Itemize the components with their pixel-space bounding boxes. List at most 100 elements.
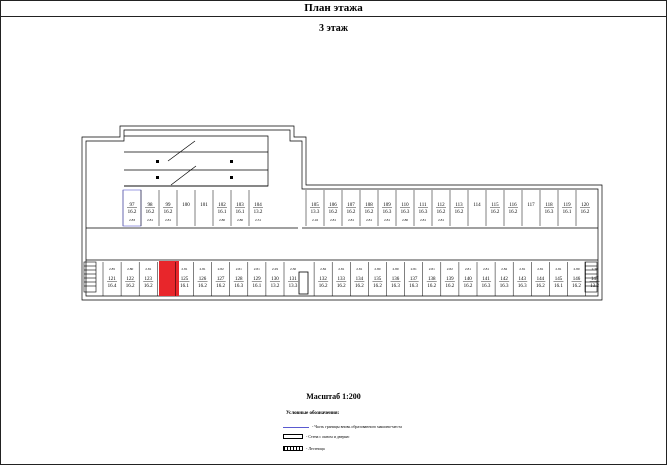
space-area: 16.3 [391,284,400,289]
space-width: 2.81 [555,267,561,271]
space-number: 137 [410,277,418,282]
space-area: 16.2 [572,284,581,289]
space-number: 117 [527,203,535,208]
space-area: 16.3 [234,284,243,289]
space-number: 128 [235,277,243,282]
space-area: 16.3 [500,284,509,289]
space-width: 2.80 [127,267,133,271]
space-width: 2.30 [290,267,296,271]
space-width: 2.81 [420,218,426,222]
building-walls [81,125,603,301]
space-width: 2.81 [348,218,354,222]
space-width: 2.81 [438,218,444,222]
space-area: 16.2 [337,284,346,289]
parking-space-114: 114 [467,190,481,226]
space-number: 126 [199,277,207,282]
space-width: 2.81 [411,267,417,271]
space-number: 118 [545,203,553,208]
elevator [298,271,309,295]
legend-title: Условные обозначения: [286,411,340,416]
space-number: 114 [473,203,481,208]
space-number: 105 [311,203,319,208]
stair-left [83,261,97,293]
parking-space-117: 117 [521,190,535,226]
space-area: 16.2 [437,210,446,215]
space-number: 123 [145,277,153,282]
space-width: 2.83 [129,218,135,222]
space-number: 98 [148,203,154,208]
space-area: 16.2 [198,284,207,289]
highlighted-space-124 [159,261,179,296]
space-area: 13.2 [271,284,280,289]
space-area: 16.2 [355,284,364,289]
space-width: 2.81 [236,267,242,271]
space-area: 16.2 [365,210,374,215]
space-width: 2.85 [109,267,115,271]
stair-icon [283,446,303,451]
space-area: 16.2 [164,210,173,215]
space-width: 2.81 [366,218,372,222]
space-area: 16.2 [329,210,338,215]
legend-item-boundary: - Часть границы вновь образованного маши… [283,424,402,429]
space-number: 138 [428,277,436,282]
space-width: 2.81 [465,267,471,271]
space-number: 147 [591,277,599,282]
legend-item-wall: - Стена с окном и дверью [283,434,349,439]
space-number: 127 [217,277,225,282]
inner-wall [85,129,599,297]
space-area: 13.2 [590,284,599,289]
space-width: 2.31 [255,218,261,222]
space-width: 2.81 [181,267,187,271]
space-number: 112 [437,203,445,208]
space-width: 2.81 [147,218,153,222]
space-area: 16.1 [236,210,245,215]
legend-label: - Часть границы вновь образованного маши… [312,424,402,429]
legend-item-stair: - Лестница [283,446,325,451]
parking-space-112: 112 16.2 2.81 [431,190,446,226]
space-number: 113 [455,203,463,208]
space-number: 131 [289,277,297,282]
space-area: 16.3 [482,284,491,289]
space-number: 130 [271,277,279,282]
space-area: 16.2 [491,210,500,215]
space-number: 97 [130,203,136,208]
space-width: 2.81 [537,267,543,271]
stair-right [584,261,598,293]
space-number: 136 [392,277,400,282]
space-width: 2.81 [338,267,344,271]
bottom-parking-row: 2.8512116.42.8012216.22.8112316.22.81125… [102,262,600,296]
space-area: 16.2 [144,284,153,289]
space-width: 2.16 [312,218,318,222]
space-number: 111 [419,203,427,208]
space-area: 13.2 [254,210,263,215]
space-area: 16.1 [554,284,563,289]
space-number: 139 [446,277,454,282]
space-number: 107 [347,203,355,208]
space-area: 16.3 [383,210,392,215]
space-number: 144 [537,277,545,282]
scale-label: Масштаб 1:200 [306,392,361,401]
space-width: 2.82 [501,267,507,271]
space-width: 2.82 [320,267,326,271]
space-number: 141 [482,277,490,282]
